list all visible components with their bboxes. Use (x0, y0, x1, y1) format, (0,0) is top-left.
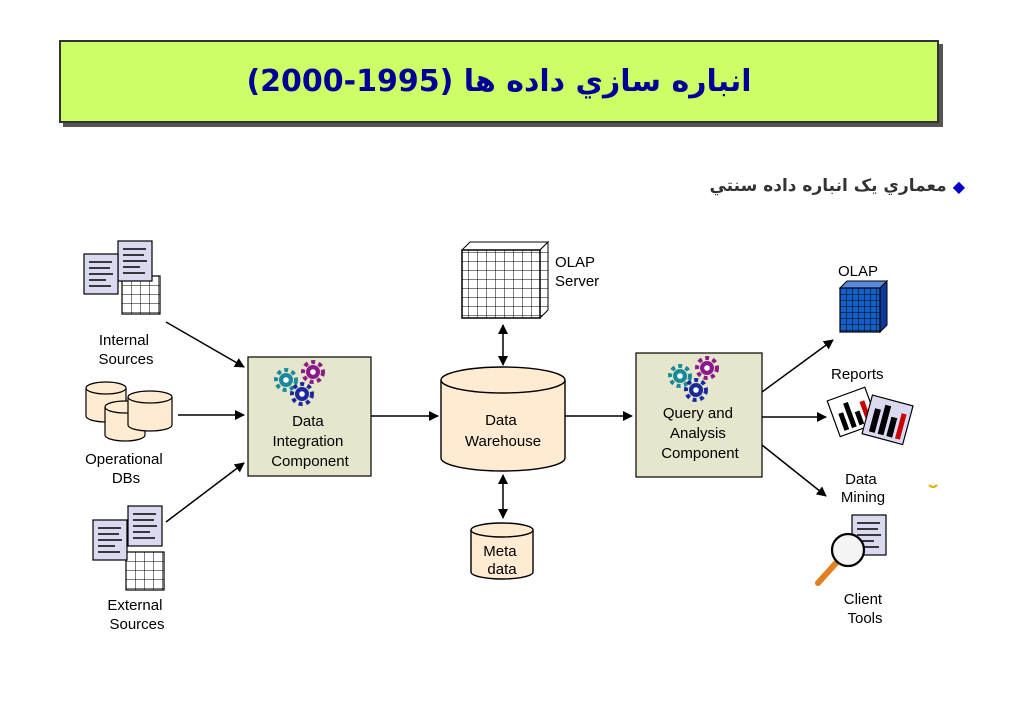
internal-sources-icon (83, 240, 161, 315)
bullet-line: ◆ معماري يک انباره داده سنتي (709, 176, 965, 196)
operational-dbs-icon (85, 381, 173, 442)
diamond-bullet-icon: ◆ (952, 176, 965, 196)
internal-sources-label: Internal Sources (98, 332, 153, 368)
external-sources-label: External Sources (107, 597, 166, 633)
page-title: انباره سازي داده ها (1995-2000) (246, 64, 752, 99)
title-banner: انباره سازي داده ها (1995-2000) (59, 40, 939, 123)
arrow-internal-to-integration (165, 321, 245, 368)
bullet-text: معماري يک انباره داده سنتي (709, 176, 947, 196)
olap-server-label: OLAP Server (555, 254, 599, 290)
external-sources-icon (92, 505, 165, 591)
arrow-query-to-olap (761, 339, 834, 393)
olap-cube-icon (838, 279, 889, 334)
data-integration-label: Data Integration Component (271, 413, 349, 470)
olap-label: OLAP (838, 263, 878, 280)
data-warehouse-cylinder (440, 366, 566, 472)
metadata-cylinder (470, 522, 534, 580)
reports-label: Reports (831, 366, 884, 383)
olap-server-cube-icon (460, 240, 550, 320)
metadata-label: Meta data (483, 543, 521, 578)
arrow-query-to-mining (761, 444, 827, 497)
operational-dbs-label: Operational DBs (85, 451, 167, 487)
data-warehouse-label: Data Warehouse (465, 412, 541, 450)
decorative-mark (928, 484, 938, 488)
arrow-external-to-integration (165, 462, 245, 523)
query-analysis-label: Query and Analysis Component (661, 405, 739, 462)
client-tools-label: Client Tools (844, 591, 887, 627)
data-mining-label: Data Mining (841, 471, 885, 506)
reports-icon (826, 386, 914, 446)
data-mining-icon (815, 514, 887, 586)
